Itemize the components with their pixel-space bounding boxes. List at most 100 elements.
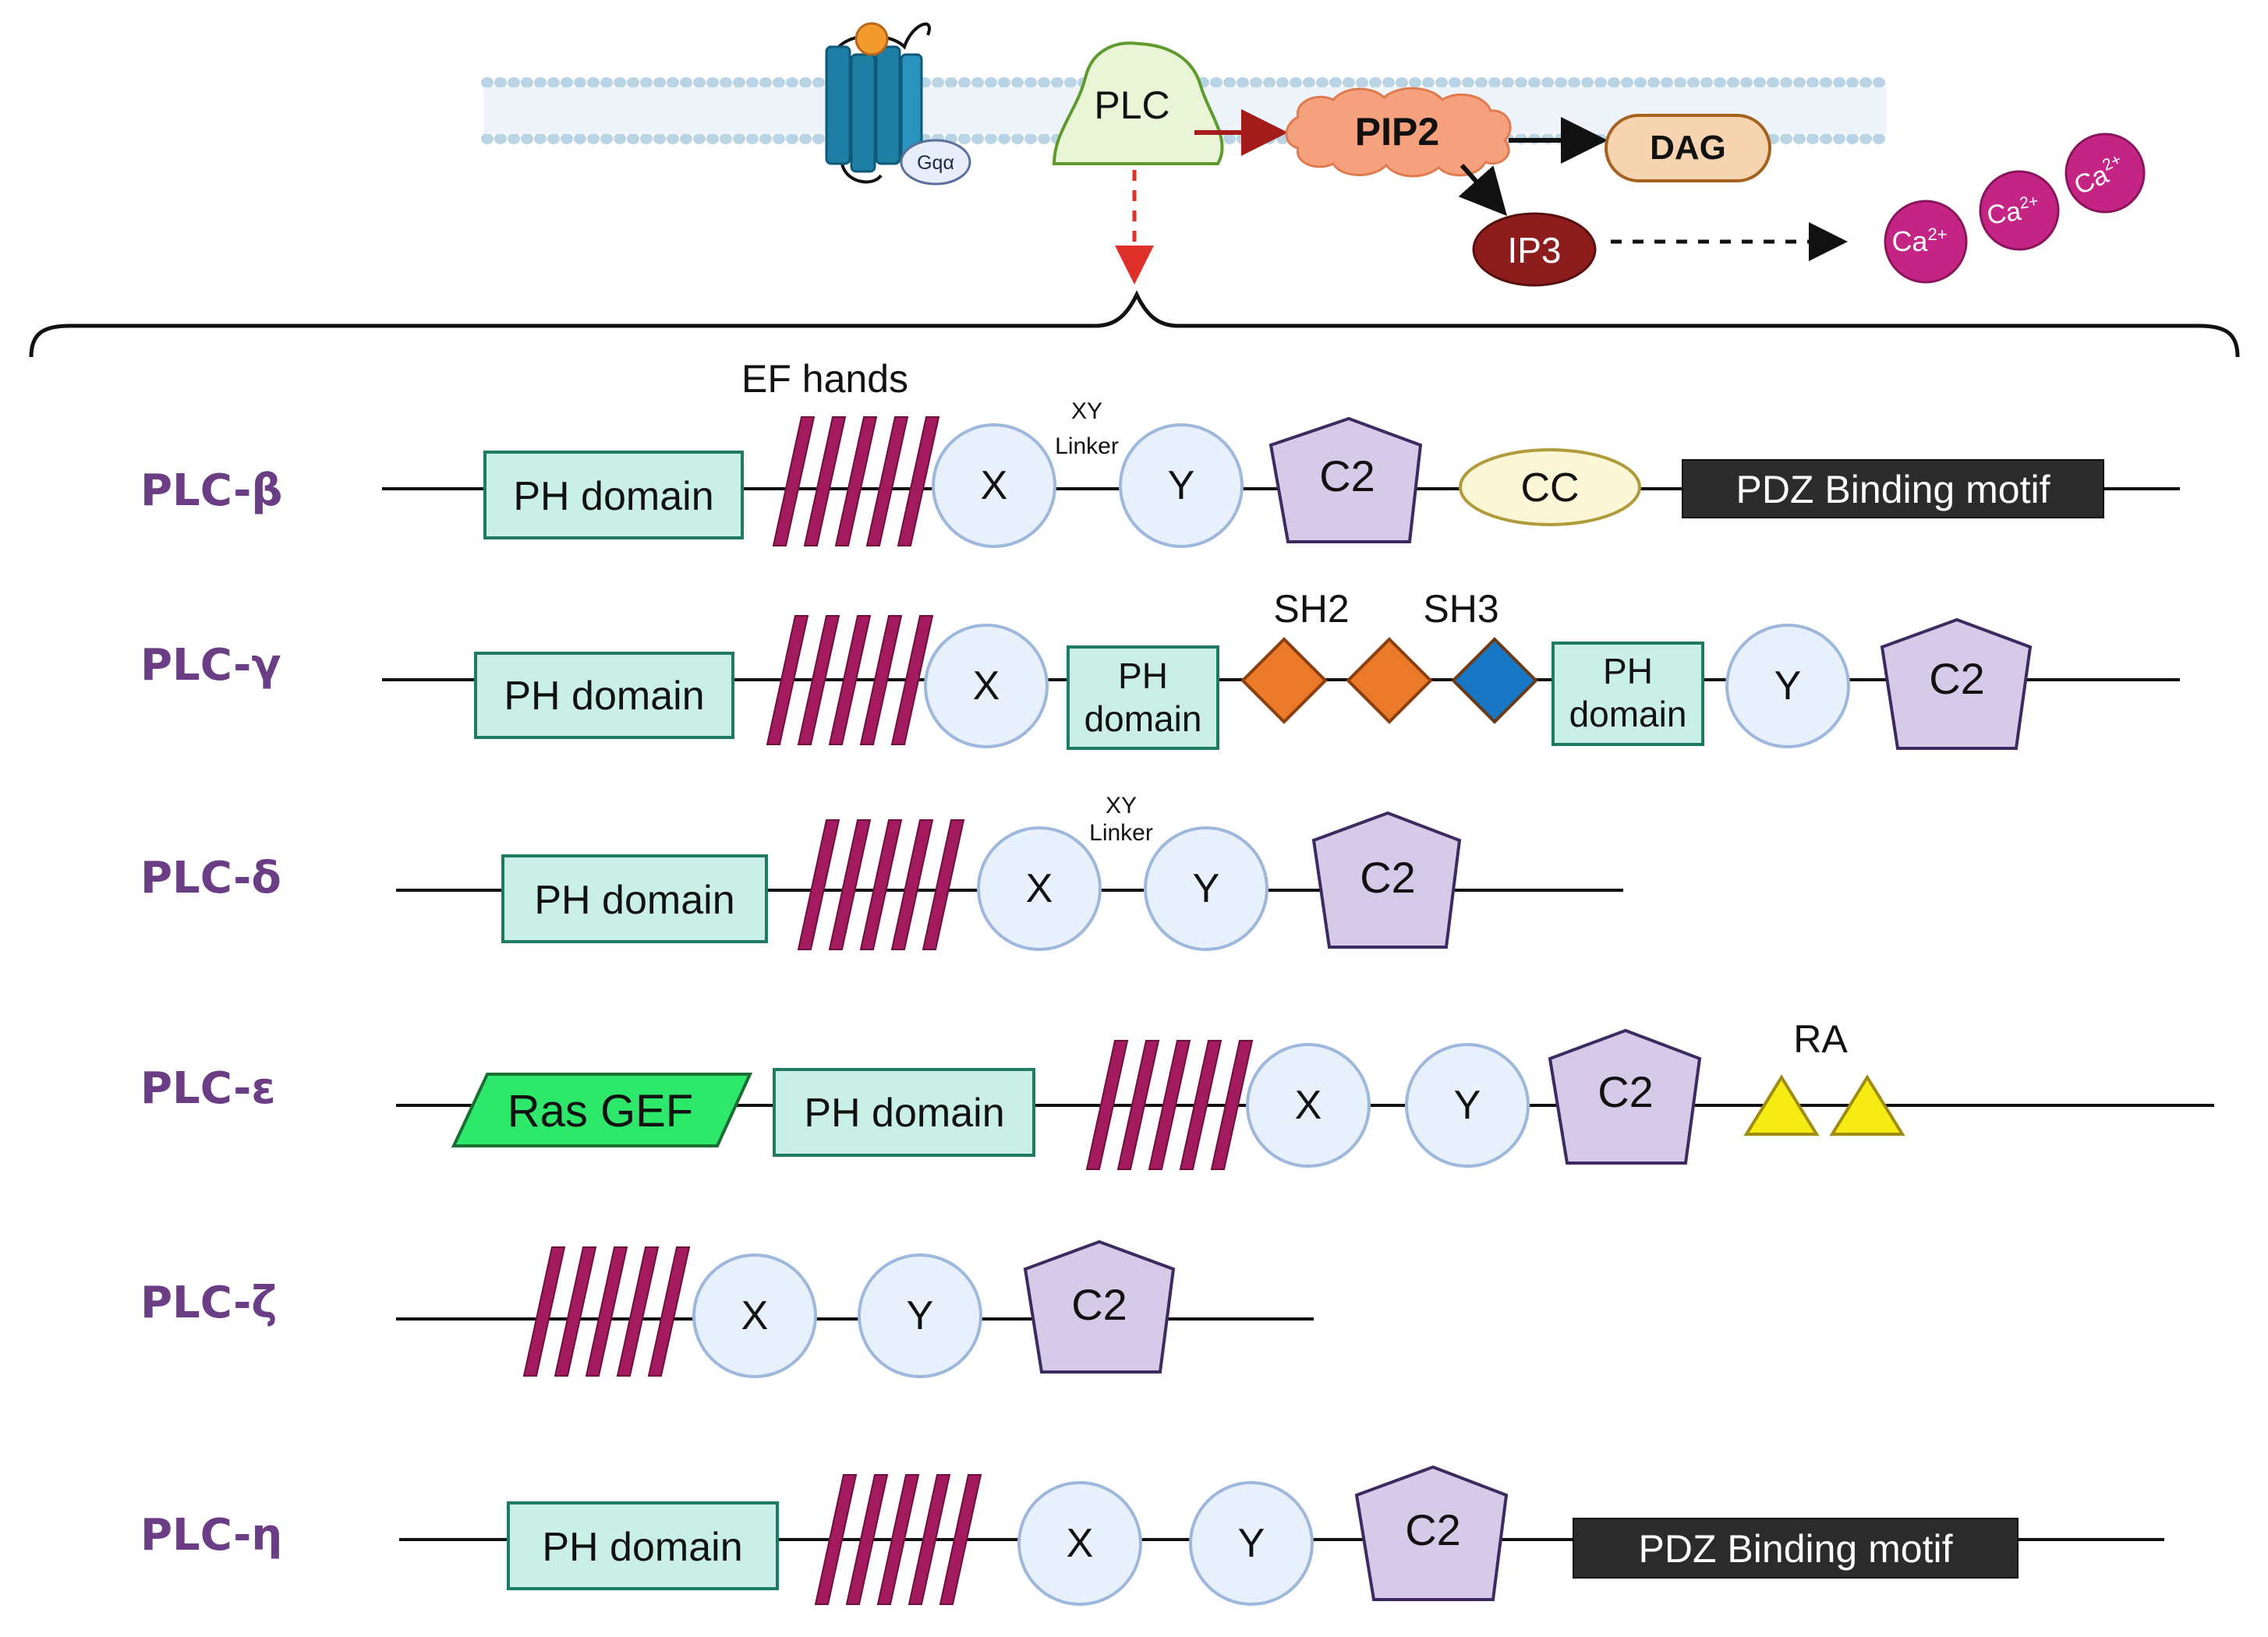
- phospholipid-head: [600, 133, 613, 144]
- phospholipid-head: [1541, 77, 1554, 88]
- phospholipid-head: [1369, 77, 1382, 88]
- ef-hands: [797, 819, 965, 950]
- c2-domain: C2: [1268, 416, 1423, 543]
- phospholipid-head: [706, 77, 719, 88]
- phospholipid-head: [1714, 77, 1726, 88]
- ra-label: RA: [1793, 1017, 1848, 1061]
- phospholipid-head: [1780, 133, 1792, 144]
- ph-domain-split: PH domain: [1067, 645, 1219, 750]
- svg-text:Ca2+: Ca2+: [1891, 225, 1947, 257]
- ph-domain-label: PH domain: [542, 1525, 742, 1570]
- phospholipid-head: [1806, 77, 1819, 88]
- phospholipid-head: [1343, 77, 1355, 88]
- phospholipid-head: [1753, 77, 1766, 88]
- isoform-row-plc-delta: PLC-δ PH domain X XY Linker Y C2: [140, 793, 1623, 951]
- dag-label: DAG: [1650, 129, 1726, 167]
- ph-domain-label-line1: PH: [1118, 656, 1168, 696]
- isoform-row-plc-epsilon: PLC-ε Ras GEF PH domain X Y C2: [140, 1017, 2214, 1170]
- phospholipid-head: [653, 77, 666, 88]
- phospholipid-head: [521, 77, 533, 88]
- phospholipid-head: [494, 133, 507, 144]
- phospholipid-head: [1223, 133, 1236, 144]
- ef-hands: [772, 416, 940, 546]
- phospholipid-head: [1674, 77, 1686, 88]
- phospholipid-head: [971, 77, 984, 88]
- phospholipid-head: [1859, 77, 1872, 88]
- phospholipid-head: [614, 133, 626, 144]
- phospholipid-head: [627, 133, 639, 144]
- ef-hands: [814, 1474, 982, 1605]
- calcium-ion-1: Ca2+: [1884, 200, 1968, 284]
- x-domain: X: [932, 423, 1056, 548]
- phospholipid-head: [1475, 77, 1488, 88]
- phospholipid-head: [481, 133, 494, 144]
- isoform-label-plc-eta: PLC-η: [140, 1510, 282, 1561]
- phospholipid-head: [1820, 133, 1832, 144]
- y-domain: Y: [1119, 423, 1244, 548]
- ip3-label: IP3: [1507, 230, 1561, 270]
- phospholipid-head: [1316, 77, 1329, 88]
- y-domain: Y: [1405, 1043, 1530, 1168]
- ph-domain: PH domain: [507, 1501, 779, 1590]
- sh2-domain: [1240, 637, 1328, 724]
- phospholipid-head: [706, 133, 719, 144]
- phospholipid-head: [958, 77, 971, 88]
- phospholipid-head: [1409, 77, 1421, 88]
- phospholipid-head: [812, 133, 825, 144]
- c2-domain: C2: [1023, 1239, 1176, 1374]
- calcium-label-1: Ca: [1891, 225, 1928, 257]
- phospholipid-head: [1502, 77, 1514, 88]
- phospholipid-head: [932, 77, 944, 88]
- phospholipid-head: [1038, 77, 1050, 88]
- ef-hands: [1085, 1040, 1254, 1170]
- phospholipid-head: [1263, 77, 1276, 88]
- ras-gef-domain: Ras GEF: [451, 1073, 753, 1147]
- phospholipid-head: [1793, 133, 1806, 144]
- sh2-label: SH2: [1273, 587, 1349, 631]
- x-domain: X: [692, 1253, 817, 1378]
- phospholipid-head: [547, 77, 560, 88]
- y-domain: Y: [1725, 624, 1850, 748]
- phospholipid-head: [1329, 77, 1342, 88]
- ras-gef-label: Ras GEF: [508, 1086, 694, 1137]
- gpcr-receptor-icon: [825, 22, 931, 184]
- phospholipid-head: [534, 133, 547, 144]
- phospholipid-head: [1064, 77, 1077, 88]
- y-domain-label: Y: [1193, 866, 1220, 911]
- phospholipid-head: [799, 133, 812, 144]
- phospholipid-head: [680, 133, 692, 144]
- y-domain: Y: [858, 1253, 982, 1378]
- phospholipid-head: [1687, 77, 1700, 88]
- ph-domain-label-line2: domain: [1084, 698, 1202, 739]
- ph-domain: PH domain: [501, 854, 768, 943]
- phospholipid-head: [759, 77, 772, 88]
- phospholipid-head: [1873, 77, 1885, 88]
- y-domain-label: Y: [1454, 1083, 1481, 1128]
- phospholipid-head: [640, 133, 653, 144]
- calcium-charge-1: 2+: [1927, 225, 1947, 244]
- phospholipid-head: [1024, 77, 1037, 88]
- isoform-label-plc-delta: PLC-δ: [140, 853, 281, 903]
- plc-label: PLC: [1094, 83, 1169, 127]
- phospholipid-head: [799, 77, 812, 88]
- phospholipid-head: [1608, 77, 1620, 88]
- phospholipid-head: [812, 77, 825, 88]
- phospholipid-head: [1250, 133, 1262, 144]
- phospholipid-head: [998, 133, 1010, 144]
- phospholipid-head: [1767, 77, 1779, 88]
- phospholipid-head: [1011, 133, 1024, 144]
- phospholipid-head: [1382, 77, 1395, 88]
- phospholipid-head: [1488, 77, 1501, 88]
- calcium-label-2: Ca: [1985, 196, 2022, 231]
- y-domain-label: Y: [1168, 463, 1195, 508]
- phospholipid-head: [759, 133, 772, 144]
- c2-domain-label: C2: [1360, 853, 1416, 902]
- isoform-row-plc-zeta: PLC-ζ X Y C2: [140, 1239, 1314, 1378]
- isoform-row-plc-beta: PLC-β PH domain X XY Linker Y C2: [140, 398, 2180, 548]
- xy-linker-label-line2: Linker: [1089, 820, 1153, 846]
- phospholipid-head: [534, 77, 547, 88]
- pdz-binding-motif-label: PDZ Binding motif: [1736, 468, 2050, 511]
- phospholipid-head: [1528, 77, 1541, 88]
- phospholipid-head: [1740, 77, 1753, 88]
